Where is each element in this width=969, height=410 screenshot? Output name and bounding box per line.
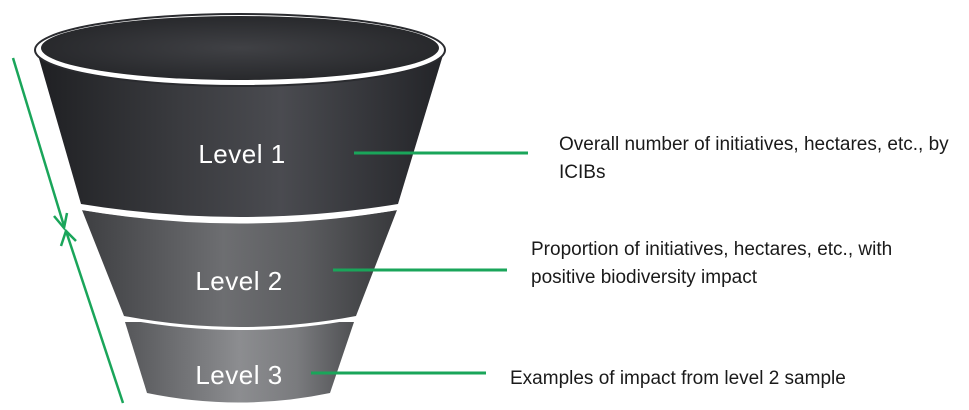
level-2-description: Proportion of initiatives, hectares, etc… [531,239,893,288]
up-arrow-head-icon [59,228,77,247]
level-1-band [38,55,443,217]
down-arrow-head-icon [53,212,69,231]
level-2-band [82,210,397,327]
level-3-band [125,322,354,403]
down-arrow-shaft [11,57,66,227]
level-1-label: Level 1 [198,139,285,169]
level-1-description: Overall number of initiatives, hectares,… [559,134,949,183]
level-1-2-separator [81,204,398,224]
level-3-description: Examples of impact from level 2 sample [510,368,846,389]
funnel-top-opening [41,16,439,80]
level-2-label: Level 2 [195,266,282,296]
up-arrow-shaft [64,230,125,404]
level-3-label: Level 3 [195,360,282,390]
